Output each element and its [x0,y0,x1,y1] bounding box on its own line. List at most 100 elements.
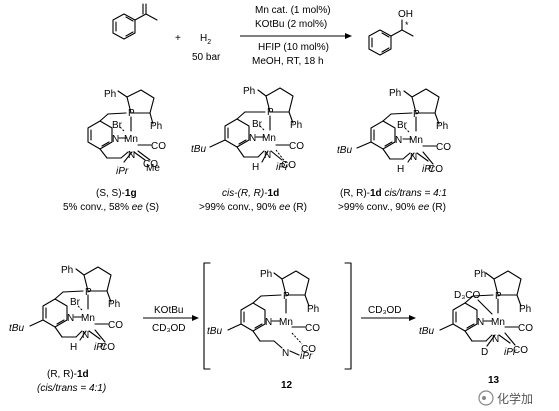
p13-d: D [481,347,488,358]
start-h: H [70,342,77,353]
c1dcis-n-amine: N [264,150,271,161]
watermark-text: 化学加 [497,391,533,406]
c1dcis-tbu: tBu [191,144,206,155]
p13-label: 13 [488,375,500,386]
c1dmix-br: Br [397,120,408,131]
c1dmix-n-amine: N [410,152,417,163]
p13-mn: Mn [491,317,505,328]
watermark-logo-dot-icon [482,396,486,400]
catalyst-1g-structure [87,89,155,163]
start-tbu: tBu [9,323,24,334]
watermark: 化学加 [478,390,533,406]
start-ipr: iPr [94,342,107,353]
product-oh: OH [398,9,413,20]
c1dcis-p: P [267,107,274,118]
p13-n-pyr: N [477,317,484,328]
p13-p: P [495,291,502,302]
c1dmix-co2: CO [428,164,443,175]
arrow1-solvent: CD₃OD [152,323,186,334]
c1g-name-bold: 1g [125,188,137,199]
c1dcis-result: >99% conv., 90% ee (R) [199,202,307,213]
c1dmix-name-bold: 1d [370,188,382,199]
c1g-p: P [128,108,135,119]
c1dmix-h: H [397,164,404,175]
p13-n-amine: N [492,334,499,345]
c1dmix-result-ee: ee [418,202,430,213]
start-co2: CO [100,342,115,353]
c1g-name-pre: (S, S)- [96,188,125,199]
plus-sign: + [175,33,181,44]
start-p: P [85,287,92,298]
start-n-amine: N [82,330,89,341]
condition-base: KOtBu (2 mol%) [255,19,327,30]
pressure-label: 50 bar [192,52,221,63]
product-13-structure [439,270,522,347]
c1dcis-h: H [252,162,259,173]
c1g-mn: Mn [124,134,138,145]
int12-tbu: tBu [207,326,222,337]
p13-tbu: tBu [419,326,434,337]
h2-label: H2 [200,33,211,46]
watermark-logo-icon [478,390,494,406]
condition-hfip: HFIP (10 mol%) [258,42,329,53]
c1dcis-co2: CO [281,160,296,171]
c1g-name: (S, S)-1g [96,188,137,199]
c1dmix-ph2: Ph [436,121,448,132]
int12-n-amine: N [282,348,289,359]
c1dmix-ph1: Ph [389,88,401,99]
arrow1-reagent: KOtBu [154,305,183,316]
catalyst-cis-1d-structure [209,87,294,164]
p13-ph1: Ph [474,269,486,280]
start-co1: CO [108,320,123,331]
start-br: Br [70,297,81,308]
c1g-br: Br [112,120,123,131]
int12-n-pyr: N [265,317,272,328]
c1g-result-ee: ee [132,202,144,213]
c1dcis-n-pyr: N [249,133,256,144]
bracket-right [344,262,352,370]
arrow2-head [409,315,416,321]
c1dcis-ph1: Ph [243,86,255,97]
c1dcis-mn: Mn [262,133,276,144]
c1dcis-result-a: >99% conv., 90% [199,202,279,213]
intermediate-12-structure [227,270,310,356]
c1g-n-amine: N [128,150,135,161]
acetophenone-structure [112,3,158,40]
stereo-star: * [405,20,409,30]
c1dcis-result-b: (R) [290,202,307,213]
c1dmix-result-a: >99% conv., 90% [338,202,418,213]
c1dmix-name-post: cis/trans = 4:1 [382,188,447,199]
c1g-result: 5% conv., 58% ee (S) [63,202,159,213]
p13-d3co: D₃CO [454,290,481,301]
c1dcis-name: cis-(R, R)-1d [222,188,279,199]
int12-co1: CO [305,323,320,334]
c1g-me: Me [146,163,160,174]
h2-h: H [200,33,207,44]
c1dmix-result: >99% conv., 90% ee (R) [338,202,446,213]
int12-ph2: Ph [307,304,319,315]
h2-sub: 2 [207,39,211,46]
start-mn: Mn [81,313,95,324]
c1dmix-ipr: iPr [422,164,435,175]
condition-solvent: MeOH, RT, 18 h [252,56,324,67]
c1dmix-mn: Mn [409,135,423,146]
start-n-pyr: N [67,313,74,324]
p13-co1: CO [518,323,533,334]
p13-ph2: Ph [519,304,531,315]
reaction-arrowhead-top [345,33,352,39]
bracket-left [203,262,211,370]
c1dmix-result-b: (R) [429,202,446,213]
c1dmix-tbu: tBu [337,145,352,156]
c1dcis-co1: CO [289,141,304,152]
c1dcis-result-ee: ee [279,202,291,213]
c1dcis-ipr: iPr [276,162,289,173]
start-name: (R, R)-1d [47,369,89,380]
condition-mn-cat: Mn cat. (1 mol%) [255,5,331,16]
p13-ipr: iPr [504,347,517,358]
c1g-co1: CO [151,141,166,152]
c1dmix-name-pre: (R, R)- [340,188,370,199]
c1dcis-ph2: Ph [290,120,302,131]
product-alcohol-structure [368,19,414,56]
c1dmix-name: (R, R)-1d cis/trans = 4:1 [340,188,447,199]
c1dmix-co1: CO [436,142,451,153]
